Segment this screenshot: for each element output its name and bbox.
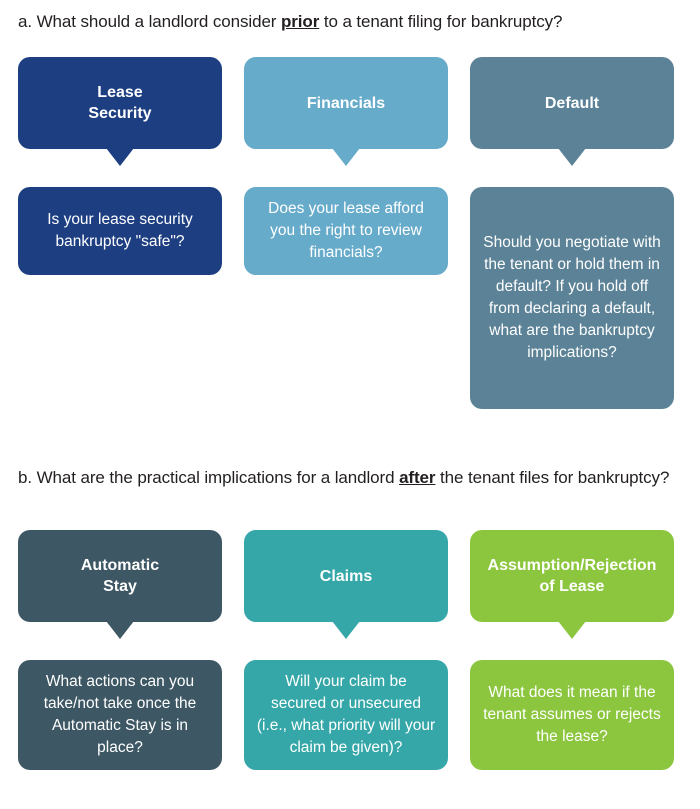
bubble-header-label: Claims [319, 567, 373, 585]
bubble-tail-icon [332, 148, 360, 166]
diagram-column-financials: Financials Does your lease afford you th… [244, 57, 448, 275]
diagram-column-automatic-stay: Automatic Stay What actions can you take… [18, 530, 222, 770]
bubble-tail-icon [106, 148, 134, 166]
bubble-header-financials[interactable]: Financials [244, 57, 448, 166]
card-assumption-rejection[interactable]: What does it mean if the tenant assumes … [470, 660, 674, 770]
section-a-heading-prefix: a. What should a landlord consider [18, 12, 281, 31]
card-automatic-stay[interactable]: What actions can you take/not take once … [18, 660, 222, 770]
bubble-header-label: Default [544, 94, 600, 112]
section-b-heading-suffix: the tenant files for bankruptcy? [435, 468, 670, 487]
diagram-column-lease-security: Lease Security Is your lease security ba… [18, 57, 222, 275]
section-a-heading: a. What should a landlord consider prior… [18, 10, 688, 33]
card-default[interactable]: Should you negotiate with the tenant or … [470, 187, 674, 409]
bubble-header-label: Assumption/Rejection of Lease [487, 557, 657, 595]
bubble-header-lease-security[interactable]: Lease Security [18, 57, 222, 166]
bubble-tail-icon [558, 148, 586, 166]
bubble-header-label: Lease Security [88, 84, 152, 122]
bubble-header-assumption-rejection[interactable]: Assumption/Rejection of Lease [470, 530, 674, 639]
diagram-column-default: Default Should you negotiate with the te… [470, 57, 674, 409]
section-b-heading-prefix: b. What are the practical implications f… [18, 468, 400, 487]
section-b-heading-emphasis: after [399, 468, 436, 487]
diagram-column-assumption-rejection: Assumption/Rejection of Lease What does … [470, 530, 674, 770]
card-claims[interactable]: Will your claim be secured or unsecured … [244, 660, 448, 770]
card-body-text: Will your claim be secured or unsecured … [256, 673, 436, 756]
section-a-heading-emphasis: prior [281, 12, 320, 31]
section-a-heading-suffix: to a tenant filing for bankruptcy? [319, 12, 563, 31]
bubble-header-label: Automatic Stay [80, 557, 160, 595]
bubble-tail-icon [332, 621, 360, 639]
diagram-column-claims: Claims Will your claim be secured or uns… [244, 530, 448, 770]
card-body-text: Is your lease security bankruptcy "safe"… [47, 211, 193, 250]
card-lease-security[interactable]: Is your lease security bankruptcy "safe"… [18, 187, 222, 275]
section-b-heading: b. What are the practical implications f… [18, 466, 688, 489]
card-body-text: Does your lease afford you the right to … [268, 200, 424, 261]
section-a-diagram: Lease Security Is your lease security ba… [0, 57, 700, 409]
card-body-text: What actions can you take/not take once … [43, 673, 197, 756]
bubble-tail-icon [558, 621, 586, 639]
card-financials[interactable]: Does your lease afford you the right to … [244, 187, 448, 275]
card-body-text: Should you negotiate with the tenant or … [483, 234, 661, 361]
bubble-header-label: Financials [306, 94, 386, 112]
bubble-tail-icon [106, 621, 134, 639]
bubble-header-automatic-stay[interactable]: Automatic Stay [18, 530, 222, 639]
section-b-diagram: Automatic Stay What actions can you take… [0, 530, 700, 770]
bubble-header-default[interactable]: Default [470, 57, 674, 166]
bubble-header-claims[interactable]: Claims [244, 530, 448, 639]
card-body-text: What does it mean if the tenant assumes … [483, 684, 661, 745]
